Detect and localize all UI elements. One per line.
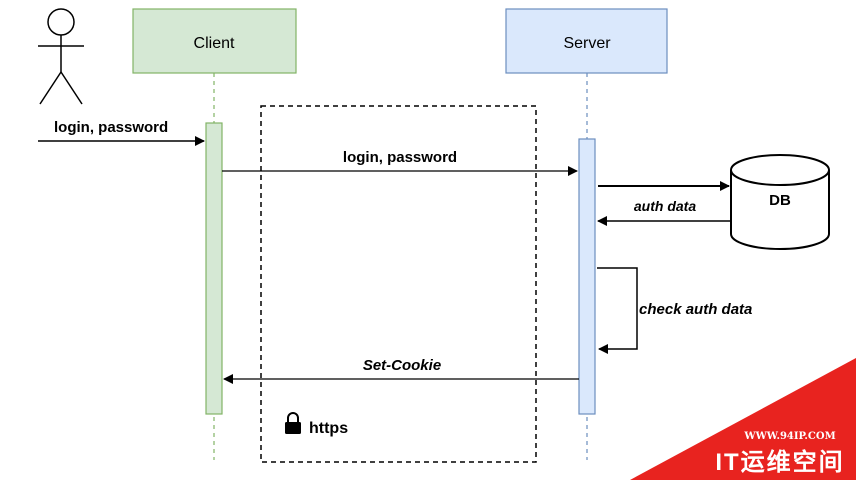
user-actor: [38, 8, 84, 105]
db-cylinder: DB: [730, 154, 830, 250]
db-label: DB: [769, 192, 791, 209]
server-participant: Server: [505, 8, 668, 460]
server-activation-bar: [578, 138, 596, 415]
message-set-cookie: Set-Cookie: [223, 357, 579, 384]
watermark-brand: IT运维空间: [715, 448, 844, 476]
client-participant: Client: [132, 8, 297, 460]
server-header-box: [505, 8, 668, 74]
check-auth-label: check auth data: [639, 301, 752, 318]
message-check-auth: check auth data: [597, 267, 752, 354]
message-client-to-server: login, password: [222, 149, 578, 176]
client-header-box: [132, 8, 297, 74]
client-to-server-label: login, password: [343, 149, 457, 166]
watermark: WWW.94IP.COM IT运维空间: [630, 358, 856, 480]
client-label: Client: [194, 35, 235, 52]
watermark-url: WWW.94IP.COM: [743, 431, 835, 442]
message-user-login: login, password: [38, 119, 205, 146]
https-boundary: https: [260, 105, 537, 463]
message-auth-data: auth data: [597, 198, 731, 226]
server-label: Server: [563, 35, 611, 52]
set-cookie-label: Set-Cookie: [363, 357, 441, 374]
https-label: https: [309, 420, 348, 437]
user-login-label: login, password: [54, 119, 168, 136]
lock-icon: [285, 412, 301, 434]
client-activation-bar: [205, 122, 223, 415]
auth-data-label: auth data: [634, 198, 696, 214]
